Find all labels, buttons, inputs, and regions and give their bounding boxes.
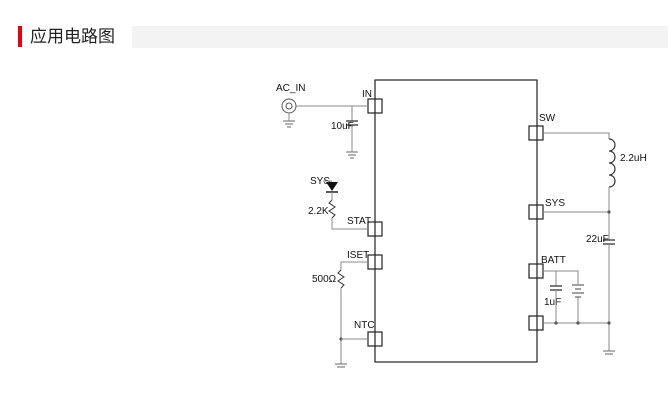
wire-iset	[340, 261, 368, 270]
sys-led-label: SYS	[310, 176, 330, 187]
ac-in-connector-inner	[285, 102, 293, 110]
res-stat-label: 2.2K	[308, 206, 329, 217]
section-title: 应用电路图	[30, 27, 115, 47]
wire-sw	[543, 132, 610, 139]
header-accent-bar	[18, 26, 22, 47]
junction-dot	[576, 321, 580, 325]
ac-in-connector-outer	[281, 98, 297, 114]
pin-sw-label: SW	[539, 113, 556, 124]
junction-dot	[607, 210, 611, 214]
ground-icon	[335, 363, 347, 368]
header-background-bar	[132, 26, 668, 48]
pin-batt-label: BATT	[541, 255, 566, 266]
pin-sys-label: SYS	[545, 198, 565, 209]
pin-gnd-pad	[528, 315, 544, 331]
resistor-iset-icon	[337, 269, 345, 289]
cbatt-label: 1uF	[544, 297, 561, 308]
wire-batt	[543, 270, 579, 284]
resistor-stat-icon	[328, 199, 336, 219]
junction-dot	[554, 321, 558, 325]
led-icon	[326, 182, 338, 191]
ac-in-label: AC_IN	[276, 83, 305, 94]
pin-sw-pad	[528, 125, 544, 141]
cin-label: 10uF	[331, 121, 354, 132]
ground-icon	[283, 120, 295, 128]
pin-batt-pad	[528, 263, 544, 279]
pin-iset-label: ISET	[347, 250, 369, 261]
ground-icon	[346, 151, 358, 159]
section-header: 应用电路图	[18, 24, 668, 50]
res-iset-label: 500Ω	[312, 274, 337, 285]
junction-dot	[607, 321, 611, 325]
ic-body	[374, 79, 538, 363]
ground-icon	[603, 350, 615, 355]
csys-label: 22uF	[586, 234, 609, 245]
pin-ntc-label: NTC	[354, 320, 375, 331]
inductor-label: 2.2uH	[620, 153, 647, 164]
inductor-icon	[608, 138, 616, 188]
pin-in-label: IN	[362, 89, 372, 100]
battery-icon	[572, 284, 584, 298]
pin-stat-label: STAT	[347, 216, 371, 227]
pin-sys-pad	[528, 204, 544, 220]
wire-stat	[331, 218, 368, 230]
